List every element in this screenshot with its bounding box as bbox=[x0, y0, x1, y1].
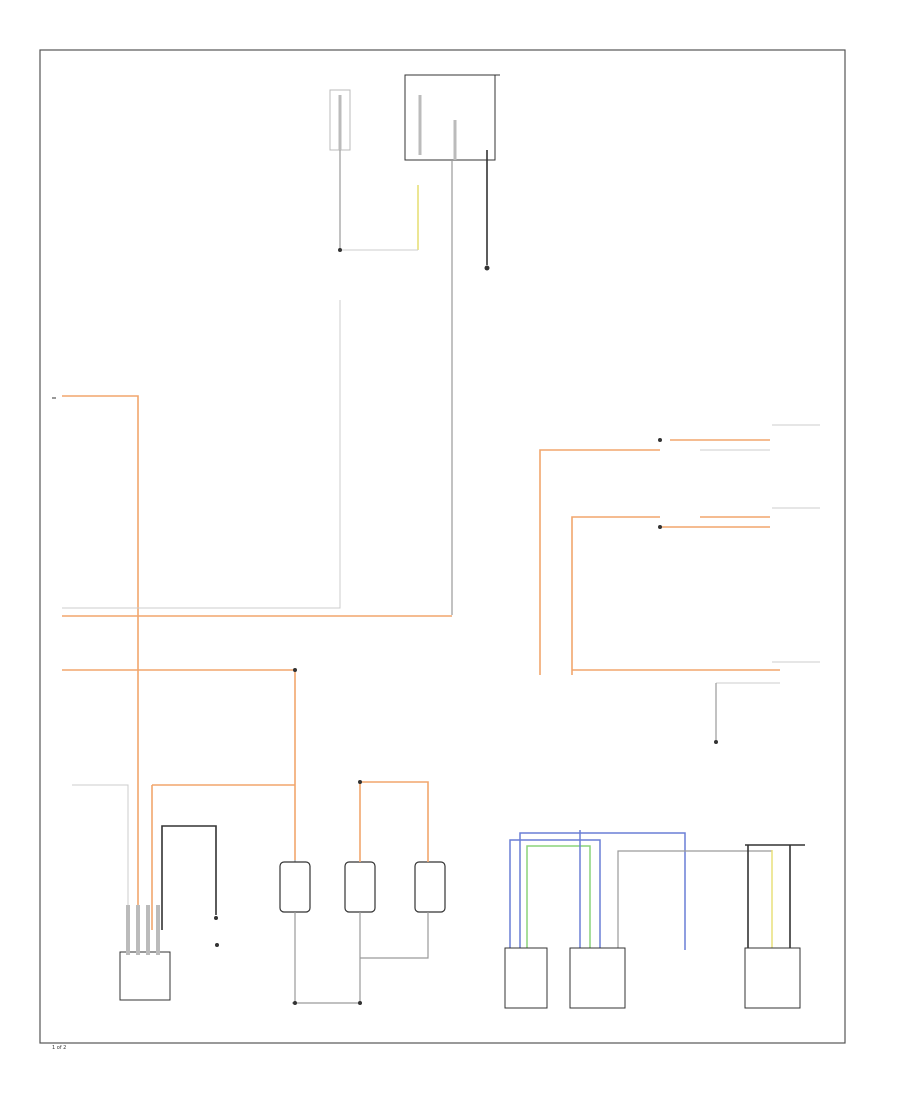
orange-wire-horizontal-670 bbox=[62, 669, 296, 860]
blue-wire-2 bbox=[509, 839, 601, 950]
top-left-connector-stack bbox=[329, 89, 351, 151]
ground-symbol bbox=[484, 265, 490, 271]
wire-horizontal-608 bbox=[62, 605, 341, 609]
orange-wire-right-upper bbox=[539, 449, 660, 675]
right-lamp-circuits bbox=[539, 424, 820, 744]
relay-module bbox=[279, 861, 311, 913]
connector-pin bbox=[293, 668, 297, 672]
green-wire-1 bbox=[526, 845, 591, 950]
headlamp-switch-block bbox=[404, 74, 500, 161]
orange-wire-relay-feed bbox=[359, 781, 429, 862]
relay-group bbox=[279, 780, 446, 1005]
splice-dot bbox=[338, 248, 342, 252]
page-label: 1 of 2 bbox=[52, 1045, 66, 1051]
orange-wire-right-lower bbox=[571, 516, 660, 675]
blue-wire-1 bbox=[519, 832, 686, 950]
diagram-border bbox=[39, 49, 846, 1044]
relay-module bbox=[344, 861, 376, 913]
relay-module bbox=[414, 861, 446, 913]
left-lower-connector bbox=[72, 784, 295, 1001]
orange-wire-left-main bbox=[62, 395, 139, 930]
bottom-right-harness bbox=[504, 830, 805, 1009]
